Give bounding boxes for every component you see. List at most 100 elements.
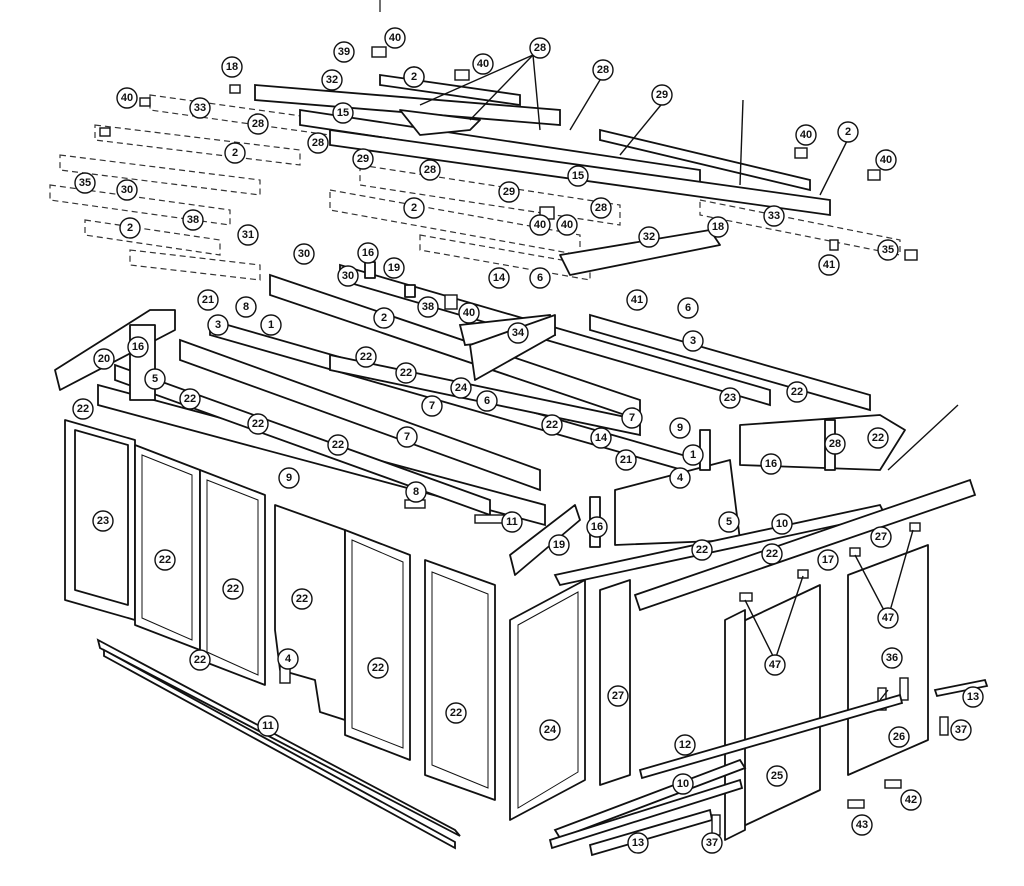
callout-8: 8 (405, 481, 427, 503)
callout-circle (405, 481, 427, 503)
callout-28: 28 (307, 132, 329, 154)
callout-38: 38 (417, 296, 439, 318)
callout-number: 35 (882, 244, 894, 256)
callout-circle (638, 226, 660, 248)
callout-2: 2 (403, 197, 425, 219)
callout-16: 16 (357, 242, 379, 264)
callout-15: 15 (332, 102, 354, 124)
callout-29: 29 (498, 181, 520, 203)
callout-27: 27 (607, 685, 629, 707)
callout-circle (669, 417, 691, 439)
callout-circle (277, 648, 299, 670)
callout-circle (367, 657, 389, 679)
callout-7: 7 (421, 395, 443, 417)
callout-number: 40 (477, 58, 489, 70)
callout-19: 19 (548, 534, 570, 556)
callout-number: 5 (726, 516, 732, 528)
callout-40: 40 (556, 214, 578, 236)
callout-circle (764, 654, 786, 676)
callout-circle (291, 588, 313, 610)
callout-number: 10 (677, 778, 689, 790)
callout-37: 37 (950, 719, 972, 741)
callout-number: 18 (712, 221, 724, 233)
callout-number: 40 (463, 307, 475, 319)
callout-15: 15 (567, 165, 589, 187)
callout-number: 3 (215, 319, 221, 331)
callout-28: 28 (247, 113, 269, 135)
callout-circle (307, 132, 329, 154)
callout-1: 1 (682, 444, 704, 466)
callout-28: 28 (590, 197, 612, 219)
callout-circle (207, 314, 229, 336)
callout-25: 25 (766, 765, 788, 787)
callout-10: 10 (672, 773, 694, 795)
callout-number: 40 (880, 154, 892, 166)
callout-number: 22 (791, 386, 803, 398)
callout-circle (592, 59, 614, 81)
callout-number: 33 (194, 102, 206, 114)
callout-33: 33 (763, 205, 785, 227)
callout-number: 14 (595, 432, 608, 444)
callout-circle (607, 685, 629, 707)
callout-circle (626, 289, 648, 311)
callout-circle (182, 209, 204, 231)
callout-number: 6 (685, 302, 691, 314)
callout-22: 22 (761, 543, 783, 565)
callout-number: 1 (690, 449, 696, 461)
callout-22: 22 (691, 539, 713, 561)
callout-number: 22 (400, 367, 412, 379)
callout-circle (445, 702, 467, 724)
callout-circle (651, 84, 673, 106)
callout-2: 2 (373, 307, 395, 329)
callout-number: 19 (388, 262, 400, 274)
callout-13: 13 (627, 832, 649, 854)
callout-number: 24 (455, 382, 468, 394)
callout-28: 28 (419, 159, 441, 181)
callout-22: 22 (189, 649, 211, 671)
callout-circle (450, 377, 472, 399)
callout-circle (395, 362, 417, 384)
callout-circle (677, 297, 699, 319)
callout-16: 16 (586, 516, 608, 538)
callout-4: 4 (277, 648, 299, 670)
callout-number: 19 (553, 539, 565, 551)
callout-circle (682, 444, 704, 466)
callout-1: 1 (260, 314, 282, 336)
callout-circle (247, 113, 269, 135)
callout-number: 28 (595, 202, 607, 214)
callout-22: 22 (247, 413, 269, 435)
callout-41: 41 (626, 289, 648, 311)
callout-number: 22 (766, 548, 778, 560)
callout-number: 5 (152, 373, 158, 385)
callout-circle (541, 414, 563, 436)
callout-circle (950, 719, 972, 741)
callout-number: 37 (955, 724, 967, 736)
callout-number: 29 (656, 89, 668, 101)
callout-circle (529, 214, 551, 236)
callout-number: 22 (252, 418, 264, 430)
callout-number: 27 (612, 690, 624, 702)
callout-35: 35 (877, 239, 899, 261)
callout-number: 41 (823, 259, 835, 271)
callout-circle (116, 87, 138, 109)
callout-number: 22 (872, 432, 884, 444)
callout-3: 3 (207, 314, 229, 336)
callout-circle (795, 124, 817, 146)
callout-number: 42 (905, 794, 917, 806)
callout-8: 8 (235, 296, 257, 318)
callout-circle (556, 214, 578, 236)
callout-3: 3 (682, 330, 704, 352)
callout-34: 34 (507, 322, 529, 344)
callout-6: 6 (476, 390, 498, 412)
callout-number: 16 (591, 521, 603, 533)
callout-circle (93, 348, 115, 370)
callout-32: 32 (321, 69, 343, 91)
callout-circle (247, 413, 269, 435)
callout-circle (327, 434, 349, 456)
callout-circle (851, 814, 873, 836)
callout-number: 2 (381, 312, 387, 324)
callout-circle (260, 314, 282, 336)
callout-27: 27 (870, 526, 892, 548)
callout-33: 33 (189, 97, 211, 119)
callout-40: 40 (458, 302, 480, 324)
